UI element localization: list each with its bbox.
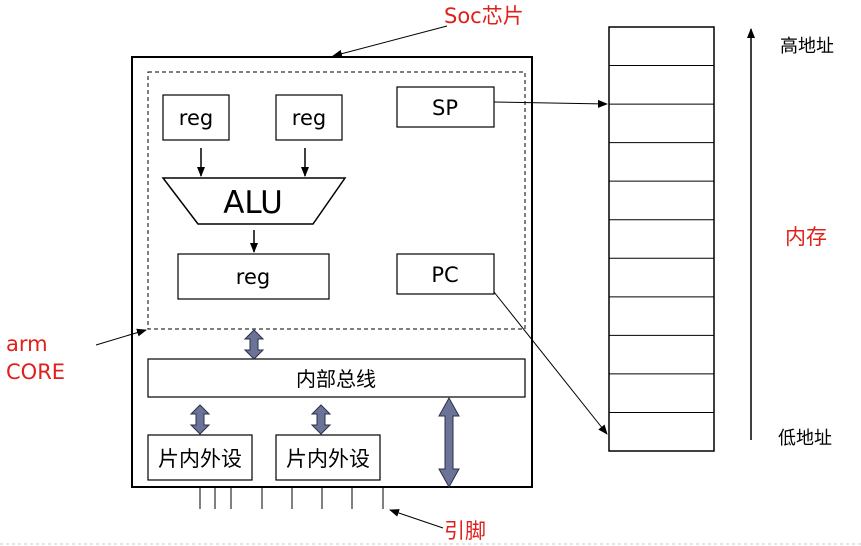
internal-bus-label: 内部总线: [296, 367, 376, 391]
peripheral-2-box: [275, 434, 381, 481]
pins-label: 引脚: [444, 519, 486, 543]
sp-label: SP: [432, 96, 458, 120]
peripheral-2-bus-double-arrow: [310, 404, 332, 435]
arm-core-pointer-arrow: [95, 328, 147, 346]
reg-bottom-label: reg: [236, 265, 270, 289]
reg-left-box: [162, 94, 230, 141]
peripheral-2-label: 片内外设: [286, 447, 370, 471]
memory-stack-box: [608, 26, 715, 452]
soc-chip-label: Soc芯片: [444, 4, 524, 28]
soc-chip-pointer-arrow: [332, 25, 448, 58]
pins-group: [199, 488, 384, 509]
memory-cell-dividers: [609, 65, 714, 413]
sp-box: [396, 86, 495, 128]
pins-pointer-arrow: [389, 509, 444, 529]
reg-right-box: [275, 94, 343, 141]
arm-core-label-line2: CORE: [6, 360, 65, 384]
reg-left-label: reg: [179, 106, 213, 130]
sp-to-memory-arrow: [493, 99, 608, 108]
peripheral-1-box: [147, 434, 253, 481]
bus-pins-double-arrow: [438, 396, 460, 489]
memory-label: 内存: [785, 225, 827, 249]
alu-shape: [161, 177, 347, 225]
arm-core-boundary: [147, 71, 526, 330]
alu-label: ALU: [223, 185, 283, 221]
peripheral-1-label: 片内外设: [158, 447, 242, 471]
peripheral-1-bus-double-arrow: [189, 404, 211, 435]
internal-bus-box: [147, 358, 526, 398]
reg-bottom-box: [177, 253, 330, 300]
soc-chip-box: [131, 56, 533, 488]
arm-core-label-line1: arm: [6, 332, 48, 356]
reg-right-label: reg: [292, 106, 326, 130]
pc-to-memory-arrow: [493, 291, 608, 435]
pc-label: PC: [431, 263, 458, 287]
pc-box: [396, 253, 495, 295]
high-address-label: 高地址: [780, 36, 834, 57]
low-address-label: 低地址: [778, 428, 832, 449]
core-bus-double-arrow: [243, 329, 265, 360]
